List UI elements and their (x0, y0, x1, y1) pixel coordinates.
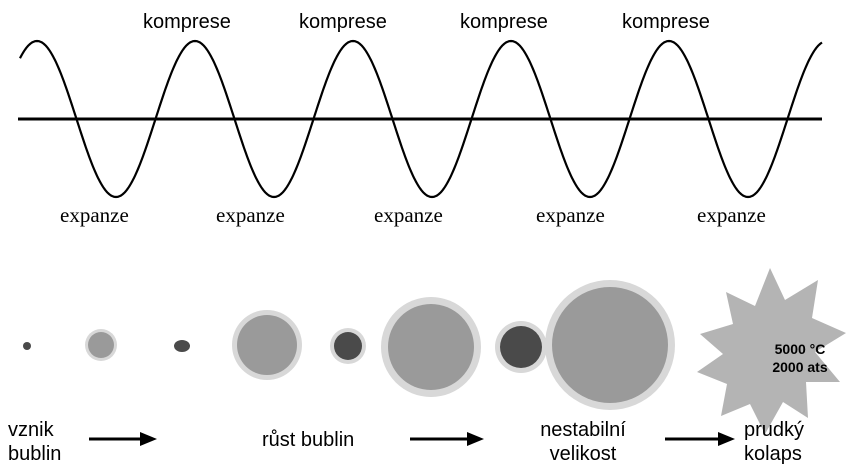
stage-growth-text: růst bublin (262, 429, 355, 451)
collapse-pressure: 2000 ats (772, 359, 828, 375)
compression-label-3: komprese (460, 11, 548, 33)
collapse-temperature: 5000 °C (774, 341, 826, 357)
stage-collapse-line1: prudký (744, 419, 805, 441)
bubble-large (388, 304, 474, 390)
stage-growth-label: růst bublin (262, 428, 354, 452)
bubble-medium (237, 315, 297, 375)
stage-collapse-line2: kolaps (744, 443, 802, 465)
bubble-tiny (23, 342, 31, 350)
stage-instability-line1: nestabilní (540, 419, 626, 441)
expansion-label-1: expanze (60, 203, 129, 227)
collapse-burst-text: 5000 °C 2000 ats (752, 340, 848, 376)
compression-label-4: komprese (622, 11, 710, 33)
bubble-medium-compressed (334, 332, 362, 360)
bubble-small (88, 332, 114, 358)
expansion-label-4: expanze (536, 203, 605, 227)
compression-label-1: komprese (143, 11, 231, 33)
bubble-small-compressed (174, 340, 190, 352)
pressure-wave (19, 39, 823, 199)
expansion-label-3: expanze (374, 203, 443, 227)
stage-instability-line2: velikost (549, 443, 617, 465)
expansion-label-2: expanze (216, 203, 285, 227)
bubble-large-compressed (500, 326, 542, 368)
arrow-instability-to-collapse (665, 432, 735, 446)
arrow-formation-to-growth (89, 432, 157, 446)
stage-formation-line1: vznik (8, 419, 54, 441)
stage-collapse-label: prudký kolaps (744, 418, 804, 466)
stage-instability-label: nestabilní velikost (528, 418, 638, 466)
compression-label-2: komprese (299, 11, 387, 33)
stage-formation-label: vznik bublin (8, 418, 61, 466)
expansion-label-5: expanze (697, 203, 766, 227)
collapse-burst-shape (697, 268, 846, 434)
arrow-growth-to-instability (410, 432, 484, 446)
bubble-unstable (552, 287, 668, 403)
stage-formation-line2: bublin (8, 443, 62, 465)
